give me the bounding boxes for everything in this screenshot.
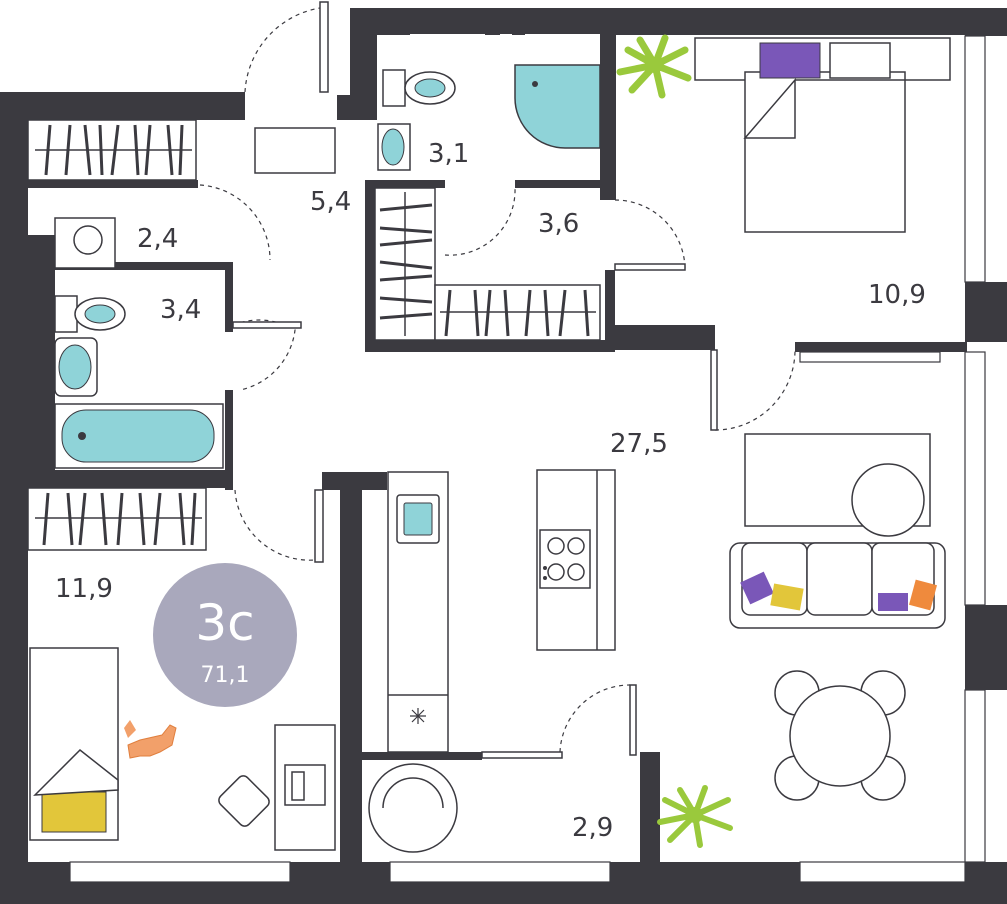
closet-rail-laundry	[27, 119, 197, 181]
sink-icon	[54, 337, 98, 397]
bathtub-icon	[54, 403, 224, 469]
tv-stand	[744, 433, 931, 537]
closet-rail-kids	[27, 487, 207, 551]
apartment-badge: 3с 71,1	[153, 563, 297, 707]
room-area-living-kitchen: 27,5	[610, 429, 668, 459]
room-area-hall: 5,4	[310, 187, 351, 217]
stove-icon	[539, 529, 591, 589]
boiler	[368, 763, 458, 853]
sofa-icon	[729, 542, 946, 629]
toilet-icon	[382, 69, 456, 107]
walk-in-closet	[374, 187, 601, 341]
sink-icon	[377, 123, 411, 171]
fridge-icon	[410, 708, 426, 724]
sink-icon	[396, 494, 440, 544]
room-area-bedroom: 10,9	[868, 280, 926, 310]
washing-machine-icon	[54, 217, 116, 269]
room-area-bathroom: 3,4	[160, 295, 201, 325]
plant-icon	[657, 785, 733, 848]
bed-icon	[694, 37, 951, 233]
room-labels: 5,4 2,4 3,1 3,4 3,6 10,9 27,5 11,9 2,9	[55, 139, 926, 843]
room-area-kids-room: 11,9	[55, 574, 113, 604]
windows	[69, 35, 986, 883]
hall-cabinet	[254, 127, 336, 174]
kitchen-counter	[387, 471, 449, 753]
apartment-code: 3с	[195, 594, 254, 652]
desk	[274, 724, 336, 851]
walls	[0, 8, 1007, 904]
doors	[199, 1, 796, 759]
apartment-total-area: 71,1	[201, 663, 250, 688]
chair-icon	[218, 775, 270, 827]
plant-icon	[616, 34, 692, 99]
room-area-wardrobe: 3,6	[538, 209, 579, 239]
wc-fixtures	[377, 64, 601, 171]
cat-icon	[124, 720, 177, 759]
bathroom-fixtures	[54, 295, 224, 469]
table-icon	[774, 670, 906, 801]
bed-icon	[29, 647, 119, 841]
kitchen-island	[536, 469, 616, 651]
toilet-icon	[54, 295, 126, 333]
room-area-storage: 2,9	[572, 813, 613, 843]
room-area-wc: 3,1	[428, 139, 469, 169]
room-area-laundry: 2,4	[137, 224, 178, 254]
shower-icon	[514, 64, 601, 149]
